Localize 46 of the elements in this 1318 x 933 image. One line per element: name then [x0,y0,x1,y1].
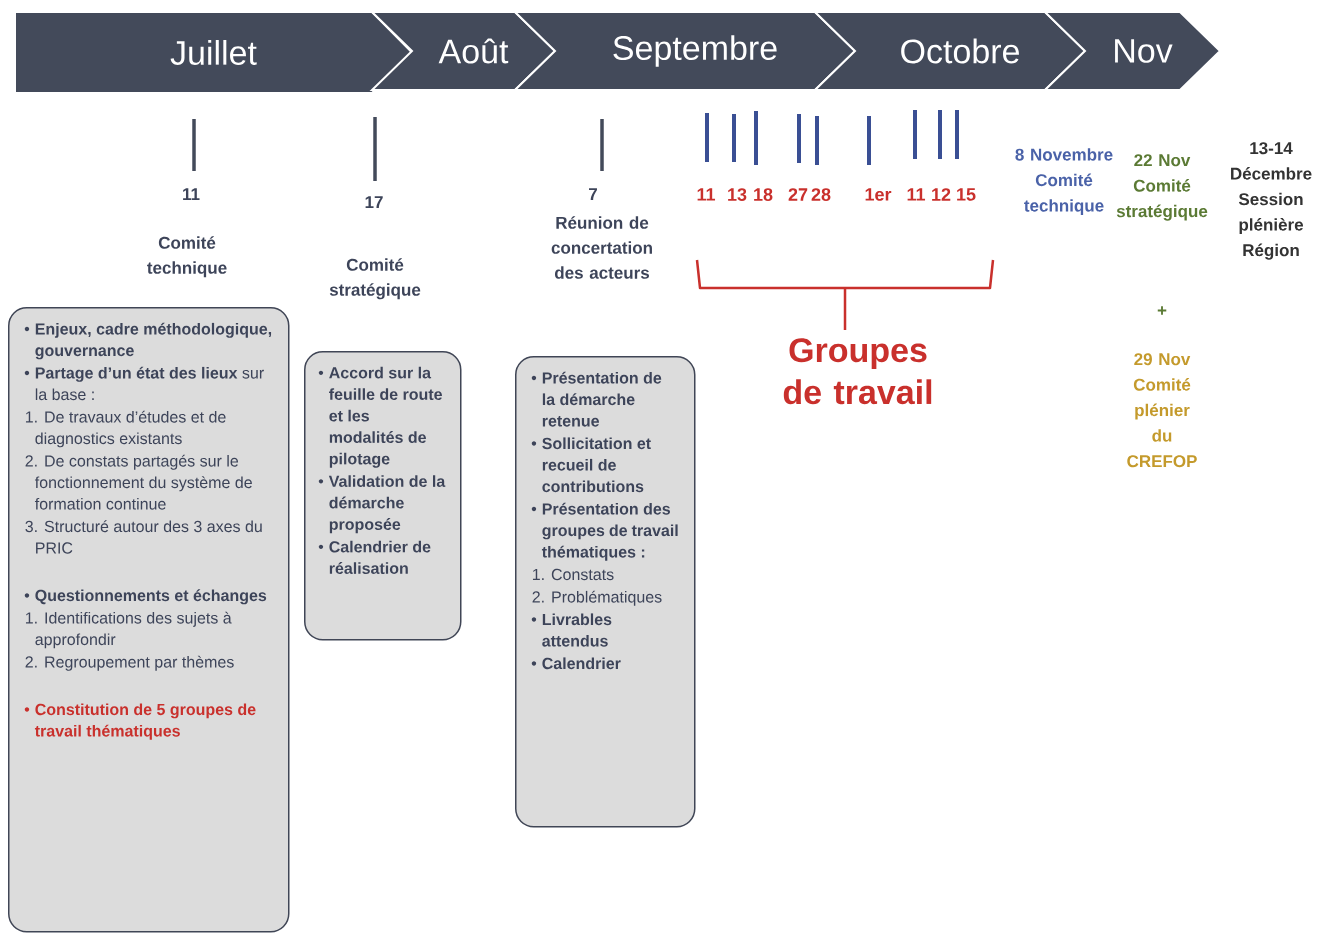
event-label: Comité technique [147,236,227,278]
date-label: 28 [811,188,831,201]
list-item: 2. Regroupement par thèmes [25,655,234,671]
list-item: 1. Identifications des sujets à approfondir [26,611,232,649]
date-label: 17 [365,196,383,208]
event-label: 22 Nov Comité stratégique [1116,154,1208,221]
group-title: Groupes de travail [783,338,932,405]
timeline-band: Nov [1042,11,1222,91]
date-label: 11 [907,188,926,201]
list-item: Accord sur la feuille de route et les modalités de pilotage [318,366,442,468]
list-item: Validation de la démarche proposée [318,475,446,534]
content-box [515,356,696,828]
event-label: Réunion de concertation des acteurs [551,216,652,279]
timeline-band: Octobre [812,11,1087,91]
date-label: 13 [728,188,747,201]
content-box [8,307,290,933]
list-item: 2. De constats partagés sur le fonctionnement du système de formation continue [25,454,252,510]
date-label: 7 [589,188,597,200]
event-label: Comité stratégique [329,258,421,300]
date-label: 18 [754,188,773,201]
date-label: 1er [865,188,892,201]
date-label: 15 [957,188,976,201]
list-item: Présentation de la démarche retenue [531,371,662,427]
timeline-band: Août [369,11,557,91]
list-item: Sollicitation et recueil de contributions [531,437,651,493]
date-label: 27 [788,188,808,201]
date-label: 11 [697,188,716,201]
date-label: 12 [932,188,951,201]
list-item: Partage d’un état des lieux sur la base : [24,366,264,401]
list-item: Calendrier de réalisation [318,540,431,574]
list-item: 1. De travaux d’études et de diagnostics existants [26,410,226,448]
list-item: Présentation des groupes de travail thématiques : [531,502,678,561]
list-item: Questionnements et échanges [24,589,267,605]
list-item: 2. Problématiques [532,590,662,606]
list-item: 1. Constats [533,568,614,581]
timeline-band: Juillet [14,11,414,94]
event-label: 8 Novembre Comité technique [1015,148,1113,216]
list-item: 3. Structuré autour des 3 axes du PRIC [25,520,262,554]
list-item: Livrables attendus [531,613,612,647]
date-label: 11 [183,188,200,200]
content-box [304,351,462,641]
plus-sign: + [1157,306,1167,315]
event-label: 29 Nov Comité plénier du CREFOP [1127,353,1197,468]
list-item: Calendrier [531,657,621,670]
list-item: Constitution de 5 groupes de travail thématiques [24,703,256,740]
event-label: 13-14 Décembre Session plénière Région [1231,142,1312,260]
